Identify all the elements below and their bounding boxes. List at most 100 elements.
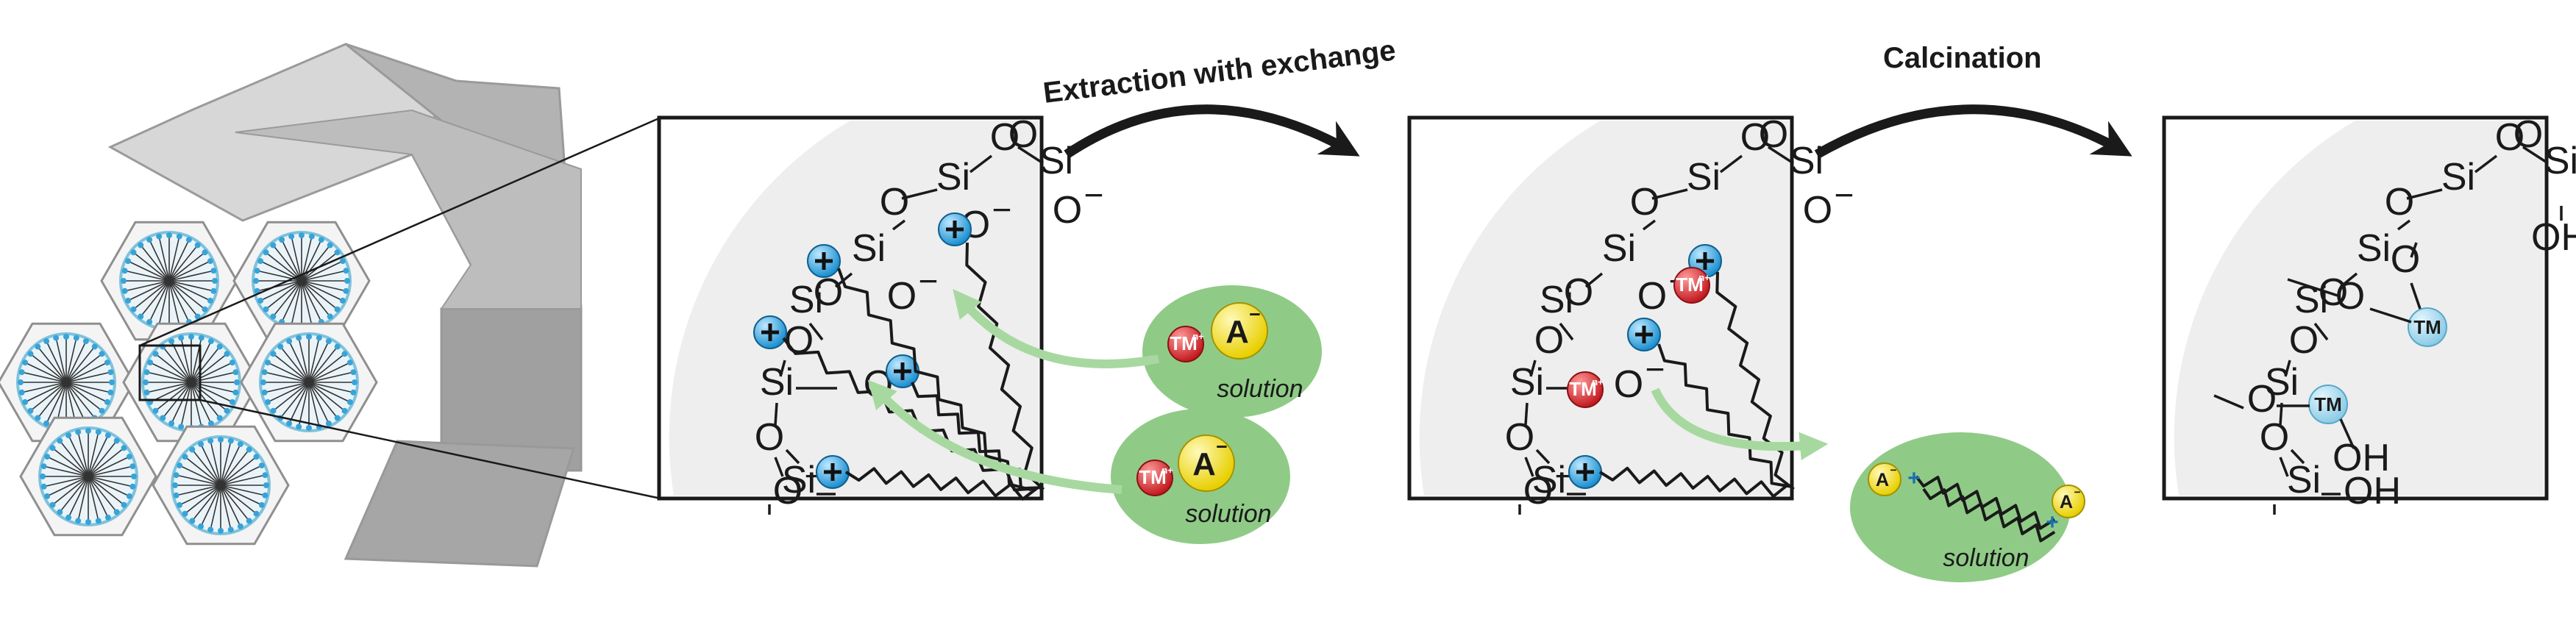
surfactant-cation [753, 315, 787, 349]
surfactant-tail [782, 337, 1037, 492]
oxygen-atom: O [1759, 113, 1788, 156]
metal-ion-label: TM [1139, 466, 1167, 488]
surfactant-tail [1922, 487, 2056, 543]
pore-channel [152, 425, 290, 546]
oxygen-atom: O [880, 181, 909, 224]
anion-label: A [1876, 470, 1889, 490]
oxygen-atom: O [2319, 271, 2348, 314]
silicon-atom: Si [852, 227, 886, 270]
oxide-anion-label: O [1803, 189, 1832, 232]
anion-charge: − [1216, 436, 1228, 458]
anion-charge: − [1890, 464, 1897, 476]
oxygen-atom: O [755, 416, 784, 459]
negative-charge-label: − [992, 190, 1012, 229]
oxygen-atom: O [1534, 319, 1564, 362]
pore-channel [122, 322, 260, 443]
removal-arrow [1651, 387, 1829, 461]
anion-label: A [1225, 314, 1249, 350]
calcination-arrow: Calcination [1814, 42, 2132, 159]
silicon-atom: Si [1540, 279, 1573, 321]
silicon-atom: Si [760, 361, 794, 404]
oxygen-atom: O [1630, 181, 1659, 224]
zoom-line-bottom [199, 398, 661, 500]
pore-channel [240, 322, 378, 443]
panel-after-extraction [1407, 115, 1794, 501]
silicon-atom: Si [2441, 156, 2475, 199]
surfactant-cation [1627, 318, 1661, 351]
zoom-line-top [139, 116, 661, 347]
oxygen-atom: O [2289, 319, 2319, 362]
extraction-arrow: Extraction with exchange [1042, 34, 1398, 159]
surfactant-cation [886, 354, 919, 388]
metal-ion: TMn+ [1567, 371, 1604, 408]
tm-site-label: TM [2413, 316, 2441, 338]
oxide-anion-label: O [887, 275, 917, 318]
silicon-atom: Si [1532, 459, 1566, 501]
negative-charge-label: − [919, 262, 939, 300]
silicon-atom: Si [782, 459, 816, 501]
anion-charge: − [1249, 304, 1261, 326]
surfactant-cation [1568, 455, 1602, 489]
surfactant-cation [807, 244, 841, 278]
oxygen-atom: O [2385, 181, 2414, 224]
tm-site: TM [2408, 307, 2447, 347]
oxide-anion-label: O [773, 470, 803, 512]
anion-charge: − [2074, 486, 2081, 498]
positive-charge-label: + [1907, 466, 1921, 490]
silicon-atom: Si [1510, 361, 1544, 404]
pore-channel [0, 322, 135, 443]
silicon-atom: Si [1687, 156, 1721, 199]
oxygen-atom: O [2247, 378, 2277, 421]
metal-ion-charge: n+ [1592, 376, 1604, 387]
silicon-atom: Si [1602, 227, 1636, 270]
oxygen-atom: O [2335, 275, 2365, 318]
oxygen-atom: O [990, 116, 1020, 159]
silicon-atom: Si [1039, 140, 1073, 182]
silicon-atom: Si [2287, 459, 2321, 501]
silicon-atom: Si [2544, 140, 2576, 182]
pore-channel [19, 416, 157, 537]
exchange-arrow [867, 379, 1122, 494]
surfactant-tail [1598, 466, 1790, 498]
anion: A− [1868, 462, 1901, 496]
metal-ion: TMn+ [1167, 326, 1204, 362]
surfactant-tail [1657, 343, 1793, 489]
silicon-atom: Si [789, 279, 823, 321]
oxide-anion-label: O [1614, 363, 1643, 406]
surfactant-cation [938, 212, 972, 246]
metal-ion-label: TM [1170, 332, 1198, 354]
hydroxyl-label: OH [2344, 470, 2401, 512]
solution-label: solution [1943, 544, 2029, 572]
mesoporous-silica-bundle [0, 43, 583, 568]
solution-label: solution [1185, 500, 1271, 528]
negative-charge-label: − [1835, 176, 1854, 214]
hydroxyl-label: OH [2333, 437, 2390, 479]
surfactant-tail [965, 242, 1045, 491]
metal-ion-charge: n+ [1161, 465, 1173, 476]
oxygen-atom: O [784, 319, 814, 362]
silicon-atom: Si [2265, 361, 2299, 404]
panel-after-calcination [2162, 115, 2549, 501]
oxygen-atom: O [1505, 416, 1534, 459]
negative-charge-label: − [1084, 176, 1104, 214]
surfactant-tail [837, 268, 1032, 492]
metal-ion-label: TM [1569, 378, 1597, 400]
oxide-anion-label: O [1523, 470, 1553, 512]
oxygen-atom: O [2513, 113, 2543, 156]
anion: A− [1211, 302, 1268, 360]
silicon-atom: Si [1790, 140, 1824, 182]
oxygen-atom: O [2495, 116, 2525, 159]
silicon-atom: Si [2357, 227, 2391, 270]
metal-ion-label: TM [1676, 274, 1704, 296]
anion: A− [2052, 485, 2085, 518]
metal-ion-charge: n+ [1192, 331, 1204, 342]
oxygen-atom: O [2260, 416, 2289, 459]
positive-charge-label: + [2046, 510, 2059, 535]
oxygen-atom: O [1008, 113, 1038, 156]
tm-site-label: TM [2314, 393, 2342, 415]
metal-ion-charge: n+ [1698, 272, 1710, 283]
oxygen-atom: O [1564, 271, 1593, 314]
surfactant-cation [816, 455, 850, 489]
exchange-arrow [953, 289, 1160, 368]
